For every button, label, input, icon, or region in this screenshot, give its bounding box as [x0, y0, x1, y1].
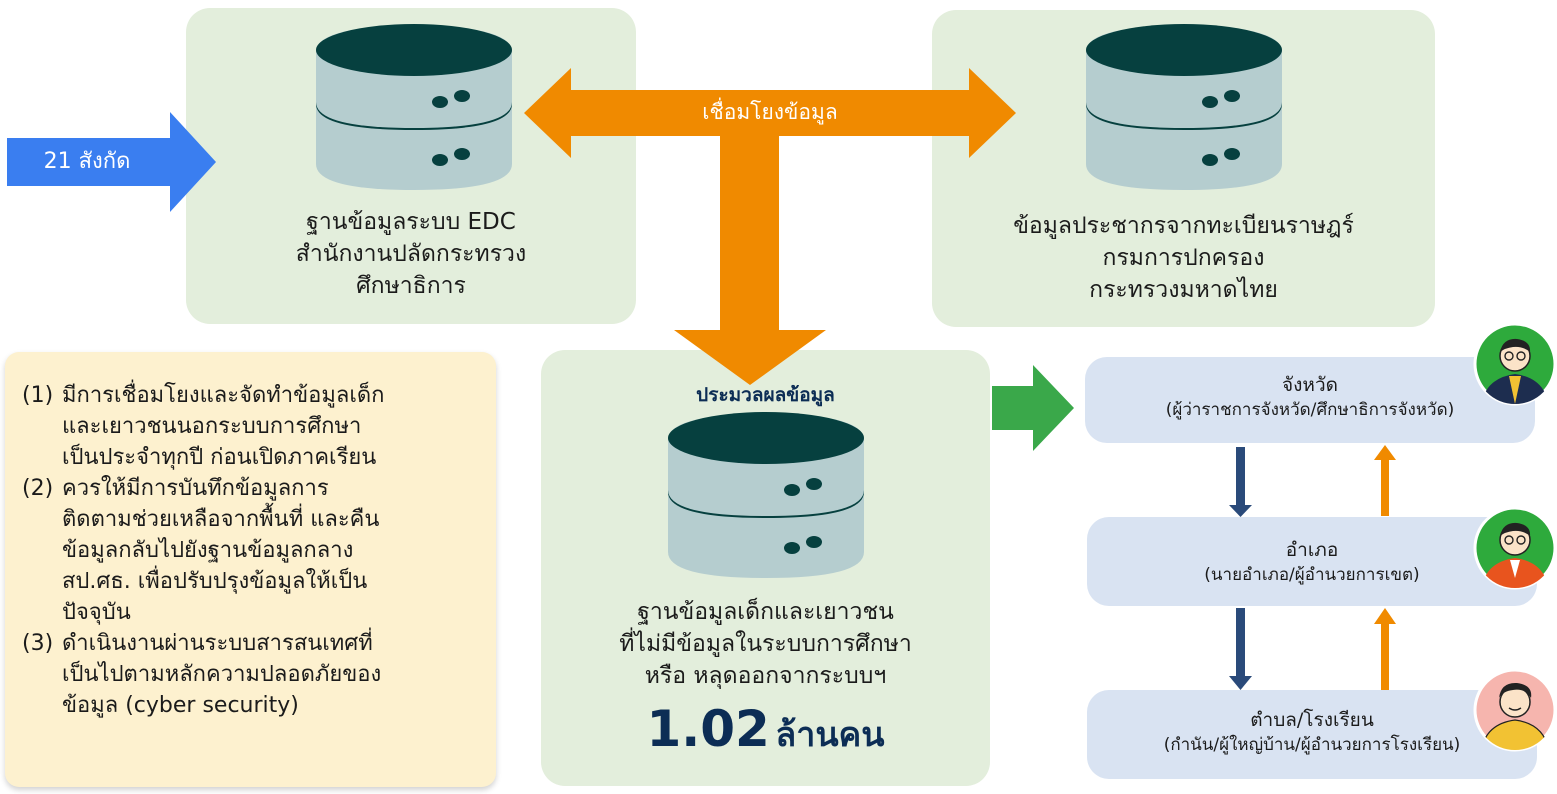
governor-avatar [1473, 322, 1557, 406]
level-district-box [1087, 517, 1537, 606]
dropout-count-unit: ล้านคน [775, 715, 885, 755]
database-icon [668, 412, 864, 578]
dropout-count-value: 1.02 [646, 700, 770, 758]
note-line: สป.ศธ. เพื่อปรับปรุงข้อมูลให้เป็น [62, 569, 368, 594]
up-arrow [1374, 608, 1396, 690]
processing-caption: ฐานข้อมูลเด็กและเยาวชน ที่ไม่มีข้อมูลในร… [560, 596, 971, 692]
notes-list: (1) มีการเชื่อมโยงและจัดทำข้อมูลเด็ก และ… [22, 380, 492, 721]
notes-box [5, 352, 496, 787]
note-line: ดำเนินงานผ่านระบบสารสนเทศที่ [62, 631, 373, 656]
link-arrow-label: เชื่อมโยงข้อมูล [702, 100, 838, 124]
caption-line: ฐานข้อมูลเด็กและเยาวชน [637, 599, 894, 625]
note-line: ข้อมูล (cyber security) [62, 693, 299, 718]
caption-line: หรือ หลุดออกจากระบบฯ [644, 663, 887, 689]
database-icon [1086, 24, 1282, 190]
down-arrow [1229, 447, 1252, 517]
level-province-box [1085, 357, 1535, 443]
database-icon [316, 24, 512, 190]
caption-line: ข้อมูลประชากรจากทะเบียนราษฎร์ [1013, 213, 1354, 239]
level-subdistrict-text: ตำบล/โรงเรียน (กำนัน/ผู้ใหญ่บ้าน/ผู้อำนว… [1087, 707, 1537, 757]
note-number: (1) [22, 383, 54, 408]
down-arrow [1229, 608, 1252, 690]
level-subtitle: (ผู้ว่าราชการจังหวัด/ศึกษาธิการจังหวัด) [1165, 400, 1455, 420]
caption-line: สำนักงานปลัดกระทรวง [295, 241, 527, 267]
village-head-avatar [1473, 668, 1557, 752]
note-line: มีการเชื่อมโยงและจัดทำข้อมูลเด็ก [62, 383, 385, 408]
level-subtitle: (กำนัน/ผู้ใหญ่บ้าน/ผู้อำนวยการโรงเรียน) [1163, 735, 1461, 755]
note-number: (3) [22, 631, 54, 656]
level-subtitle: (นายอำเภอ/ผู้อำนวยการเขต) [1204, 565, 1420, 585]
caption-line: ศึกษาธิการ [356, 273, 466, 299]
level-title: อำเภอ [1285, 539, 1339, 561]
processing-title: ประมวลผลข้อมูล [696, 384, 835, 406]
note-number: (2) [22, 476, 54, 501]
caption-line: กรมการปกครอง [1102, 245, 1265, 271]
note-line: ติดตามช่วยเหลือจากพื้นที่ และคืน [62, 507, 380, 532]
note-line: และเยาวชนนอกระบบการศึกษา [62, 414, 362, 439]
level-title: จังหวัด [1282, 374, 1338, 396]
note-line: ข้อมูลกลับไปยังฐานข้อมูลกลาง [62, 538, 354, 563]
level-district-text: อำเภอ (นายอำเภอ/ผู้อำนวยการเขต) [1087, 537, 1537, 587]
note-item: (2) ควรให้มีการบันทึกข้อมูลการ ติดตามช่ว… [22, 473, 492, 628]
caption-line: ที่ไม่มีข้อมูลในระบบการศึกษา [619, 631, 912, 657]
caption-line: ฐานข้อมูลระบบ EDC [306, 209, 516, 235]
note-item: (3) ดำเนินงานผ่านระบบสารสนเทศที่ เป็นไปต… [22, 628, 492, 721]
note-item: (1) มีการเชื่อมโยงและจัดทำข้อมูลเด็ก และ… [22, 380, 492, 473]
note-line: เป็นไปตามหลักความปลอดภัยของ [62, 662, 382, 687]
input-arrow-label: 21 สังกัด [43, 149, 131, 174]
level-title: ตำบล/โรงเรียน [1250, 709, 1374, 731]
up-arrow [1374, 445, 1396, 516]
population-registry-caption: ข้อมูลประชากรจากทะเบียนราษฎร์ กรมการปกคร… [962, 210, 1405, 306]
caption-line: กระทรวงมหาดไทย [1089, 277, 1278, 303]
district-chief-avatar [1473, 506, 1557, 590]
level-subdistrict-box [1087, 690, 1537, 779]
level-province-text: จังหวัด (ผู้ว่าราชการจังหวัด/ศึกษาธิการจ… [1085, 372, 1535, 422]
dropout-count: 1.02 ล้านคน [560, 700, 971, 761]
note-line: ควรให้มีการบันทึกข้อมูลการ [62, 476, 329, 501]
note-line: เป็นประจำทุกปี ก่อนเปิดภาคเรียน [62, 445, 377, 470]
edc-database-caption: ฐานข้อมูลระบบ EDC สำนักงานปลัดกระทรวง ศึ… [236, 206, 586, 302]
note-line: ปัจจุบัน [62, 600, 131, 625]
